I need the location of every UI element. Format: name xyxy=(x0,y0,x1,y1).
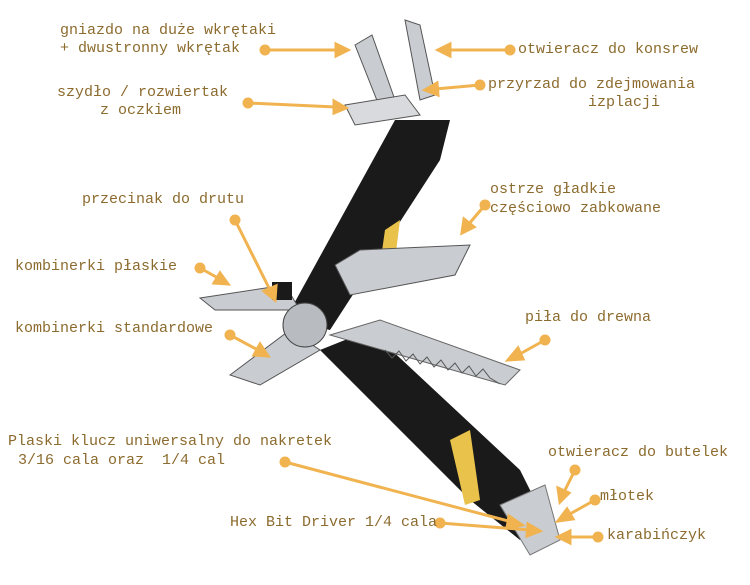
label-blade-1: ostrze gładkie xyxy=(490,181,617,198)
label-bottle-opener: otwieracz do butelek xyxy=(548,444,729,461)
label-saw: piła do drewna xyxy=(525,309,652,326)
label-wire-cutter: przecinak do drutu xyxy=(82,191,245,208)
label-hammer: młotek xyxy=(600,488,655,505)
saw-teeth xyxy=(384,349,501,385)
label-wrench-1: Plaski klucz uniwersalny do nakretek xyxy=(8,433,333,450)
bit-holder-tool xyxy=(354,34,396,109)
label-carabiner: karabińczyk xyxy=(607,527,707,544)
label-bit-holder-1: gniazdo na duże wkrętaki xyxy=(60,22,277,39)
yellow-insert-lower xyxy=(450,430,480,505)
pivot xyxy=(282,302,328,348)
label-needlenose-pliers: kombinerki płaskie xyxy=(15,258,178,275)
upper-handle xyxy=(285,120,450,330)
label-hex-driver: Hex Bit Driver 1/4 cala xyxy=(230,514,438,531)
label-can-opener: otwieracz do konsrew xyxy=(518,41,699,58)
label-blade-2: częściowo zabkowane xyxy=(490,200,662,217)
hex-driver-tip xyxy=(499,484,561,556)
label-wire-stripper-2: izplacji xyxy=(588,94,661,111)
arrows xyxy=(194,41,604,546)
awl-tool xyxy=(344,94,421,126)
label-regular-pliers: kombinerki standardowe xyxy=(15,320,214,337)
smooth-blade xyxy=(334,244,471,296)
label-awl-2: z oczkiem xyxy=(100,102,182,119)
label-bit-holder-2: + dwustronny wkrętak xyxy=(60,40,241,57)
label-awl-1: szydło / rozwiertak xyxy=(57,84,229,101)
lower-handle xyxy=(320,330,545,540)
label-wire-stripper-1: przyrzad do zdejmowania xyxy=(488,76,696,93)
label-wrench-2: 3/16 cala oraz 1/4 cal xyxy=(18,452,226,469)
